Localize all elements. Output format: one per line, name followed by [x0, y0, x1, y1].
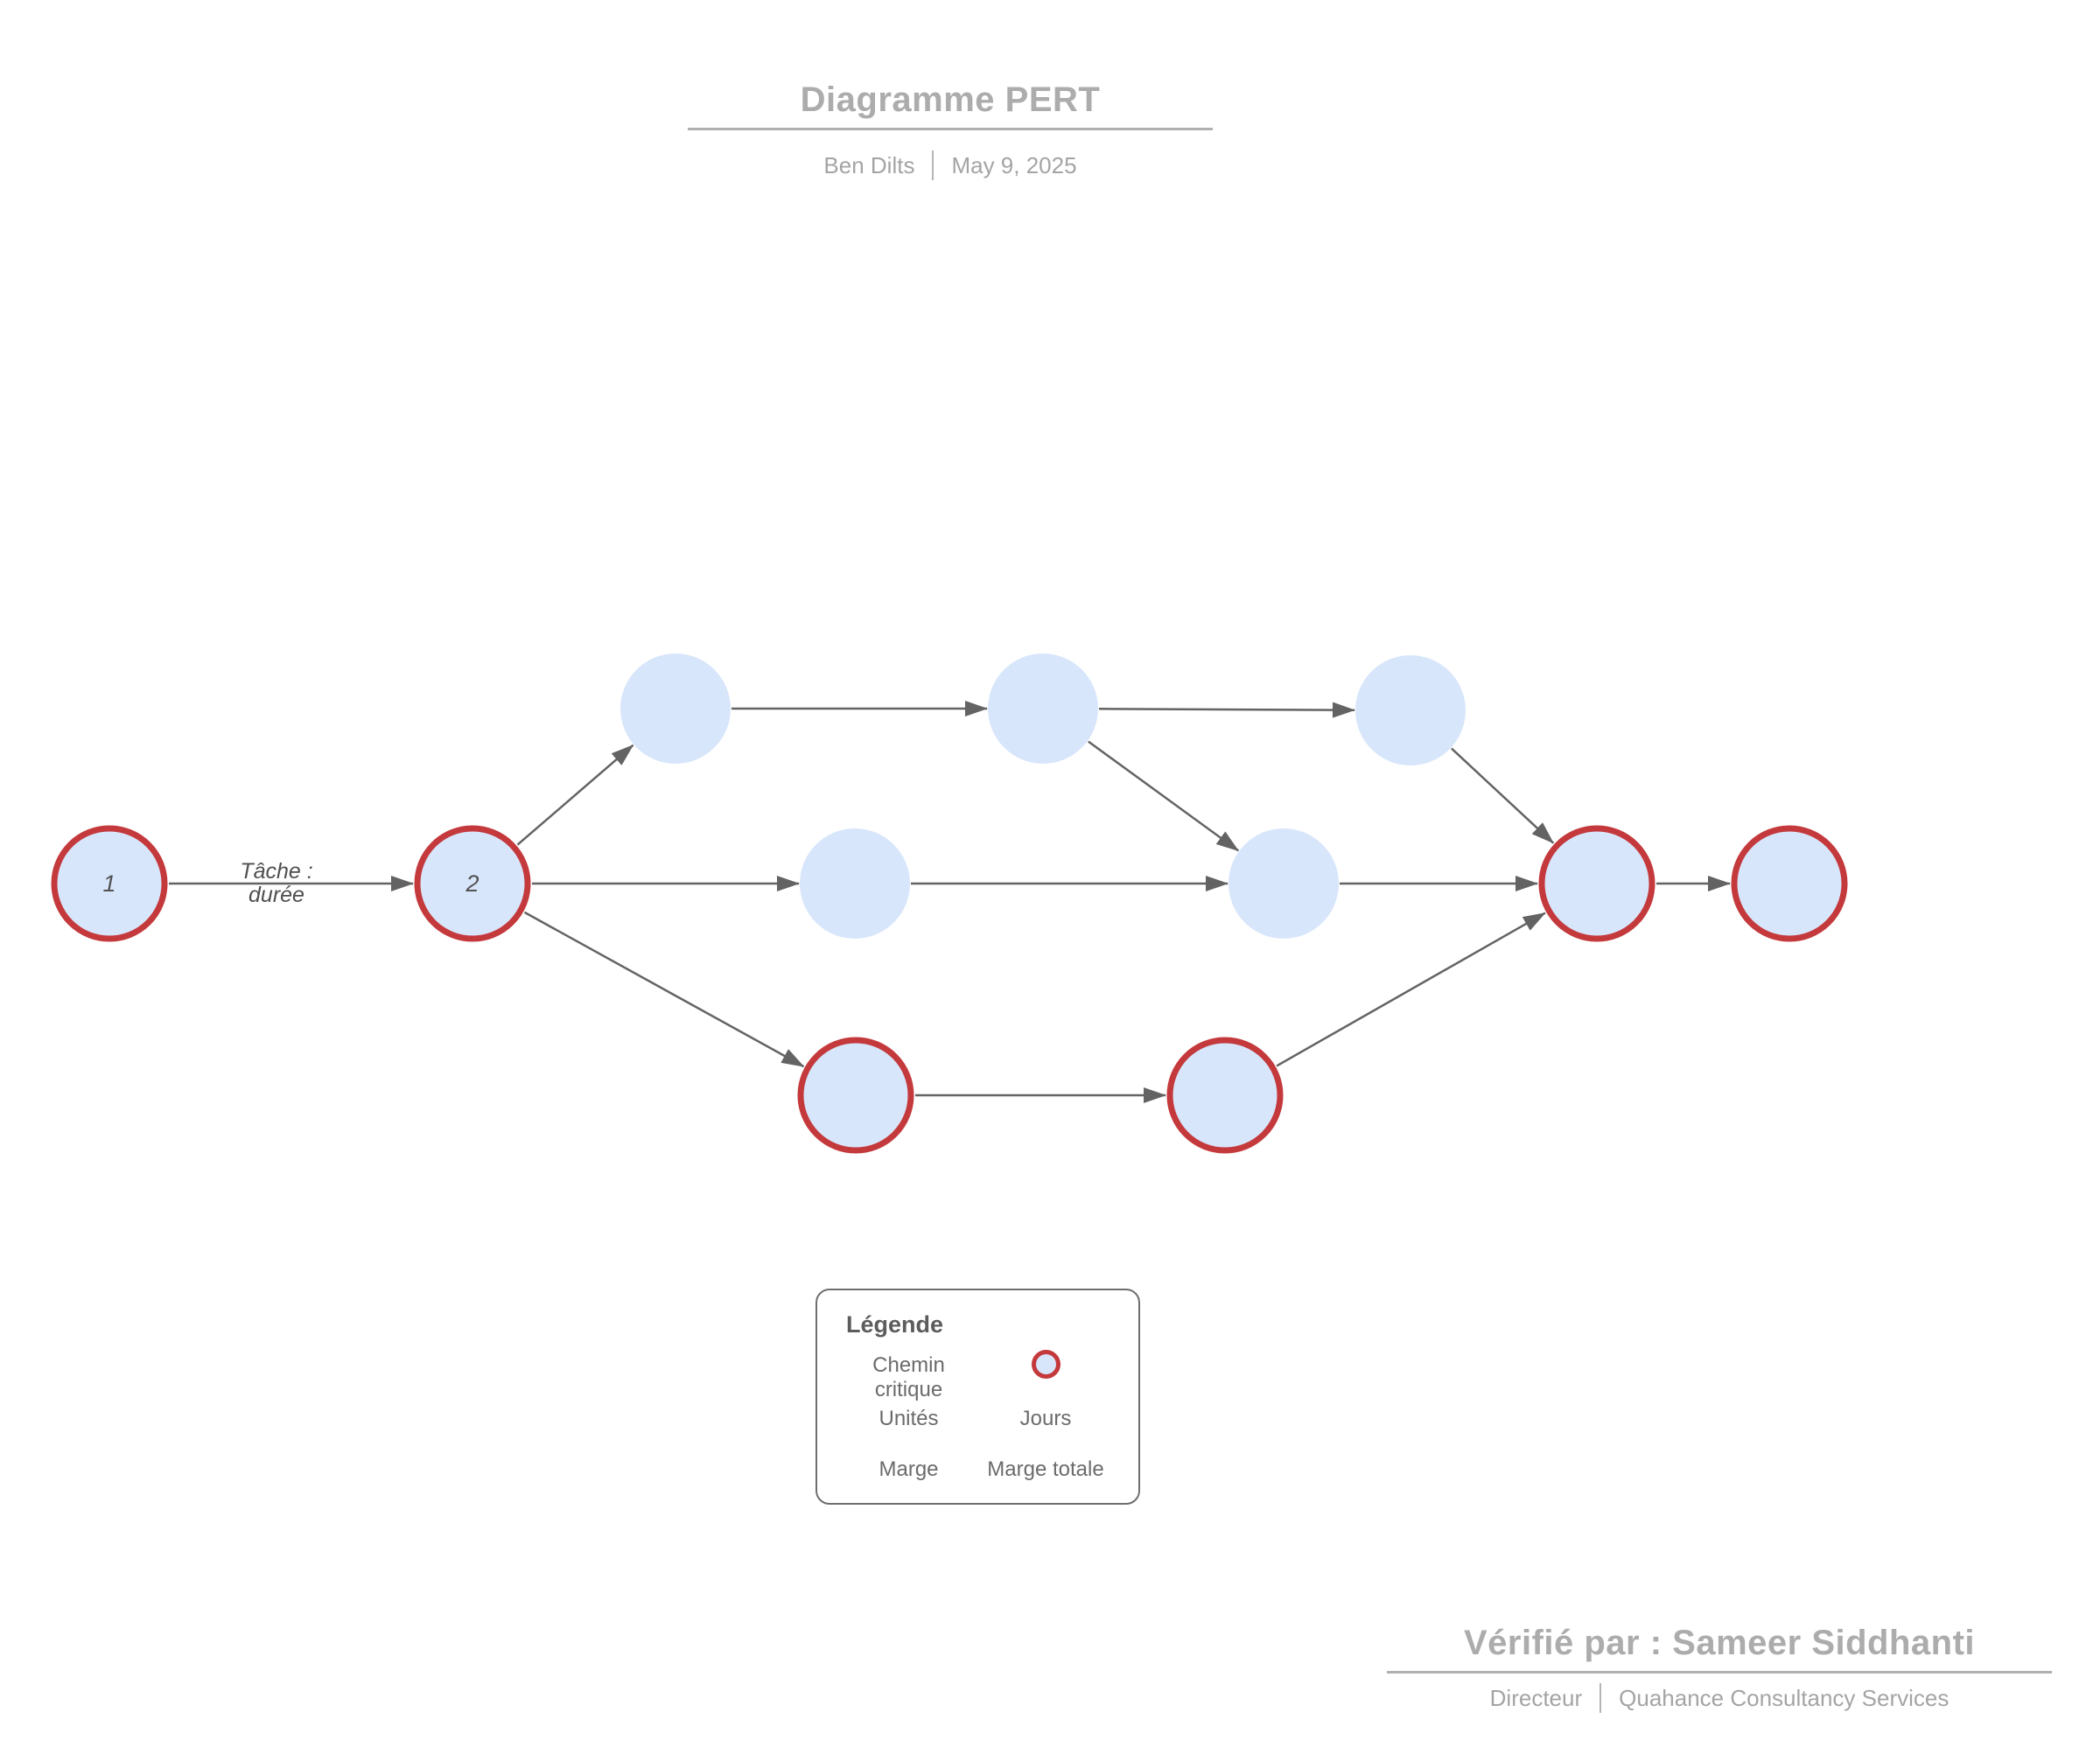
edge-2-10 — [523, 911, 805, 1068]
verifier-company: Quahance Consultancy Services — [1619, 1684, 1950, 1711]
verifier-role: Directeur — [1489, 1684, 1583, 1711]
pert-node-1-critical — [51, 825, 168, 942]
edge-label-task-line2: durée — [248, 883, 304, 907]
footer-separator — [1600, 1683, 1602, 1713]
verified-by-title: Vérifié par : Sameer Siddhanti — [1463, 1624, 1976, 1662]
pert-node-6 — [800, 828, 910, 939]
node-layer — [51, 653, 1848, 1154]
edge-4-7 — [1088, 740, 1240, 852]
legend-box: Légende Chemin critique Unités Jours Mar… — [816, 1289, 1140, 1505]
edge-layer — [169, 701, 1731, 1103]
edge-5-8 — [1451, 747, 1555, 844]
legend-critical-swatch-wrap — [982, 1350, 1110, 1379]
label-layer: 1 2 Tâche :durée — [102, 859, 479, 907]
pert-node-3 — [620, 653, 731, 764]
critical-node-swatch-icon — [1031, 1350, 1060, 1379]
pert-node-1-label: 1 — [102, 870, 116, 897]
subtitle-separator — [932, 150, 934, 180]
pert-node-2-label: 2 — [465, 870, 479, 897]
edge-11-8 — [1276, 912, 1546, 1067]
title-underline — [688, 128, 1213, 130]
page-title: Diagramme PERT — [800, 80, 1101, 119]
pert-node-4 — [988, 653, 1098, 764]
legend-critical-path-label: Chemin critique — [872, 1353, 945, 1401]
pert-node-5 — [1355, 655, 1466, 765]
pert-node-8-critical — [1538, 825, 1656, 942]
pert-node-2-critical — [414, 825, 531, 942]
footer-subtitle: Directeur Quahance Consultancy Services — [1387, 1683, 2052, 1713]
legend-margin-label: Marge — [878, 1457, 939, 1481]
doc-subtitle: Ben Dilts May 9, 2025 — [688, 150, 1213, 180]
legend-units-value: Jours — [1019, 1407, 1072, 1430]
footer-underline — [1387, 1671, 2052, 1674]
author-name: Ben Dilts — [823, 151, 915, 178]
edge-2-3 — [516, 744, 634, 846]
doc-footer: Vérifié par : Sameer Siddhanti Directeur… — [1387, 1624, 2052, 1713]
legend-margin-value: Marge totale — [987, 1457, 1104, 1481]
pert-node-11-critical — [1166, 1037, 1284, 1154]
legend-title: Légende — [846, 1311, 944, 1338]
legend-units-label: Unités — [878, 1407, 939, 1430]
edge-label-task-line1: Tâche : — [240, 859, 312, 884]
pert-node-10-critical — [797, 1037, 914, 1154]
doc-header: Diagramme PERT Ben Dilts May 9, 2025 — [688, 80, 1213, 180]
pert-node-7 — [1228, 828, 1339, 939]
doc-date: May 9, 2025 — [951, 151, 1077, 178]
pert-node-9-critical — [1731, 825, 1848, 942]
